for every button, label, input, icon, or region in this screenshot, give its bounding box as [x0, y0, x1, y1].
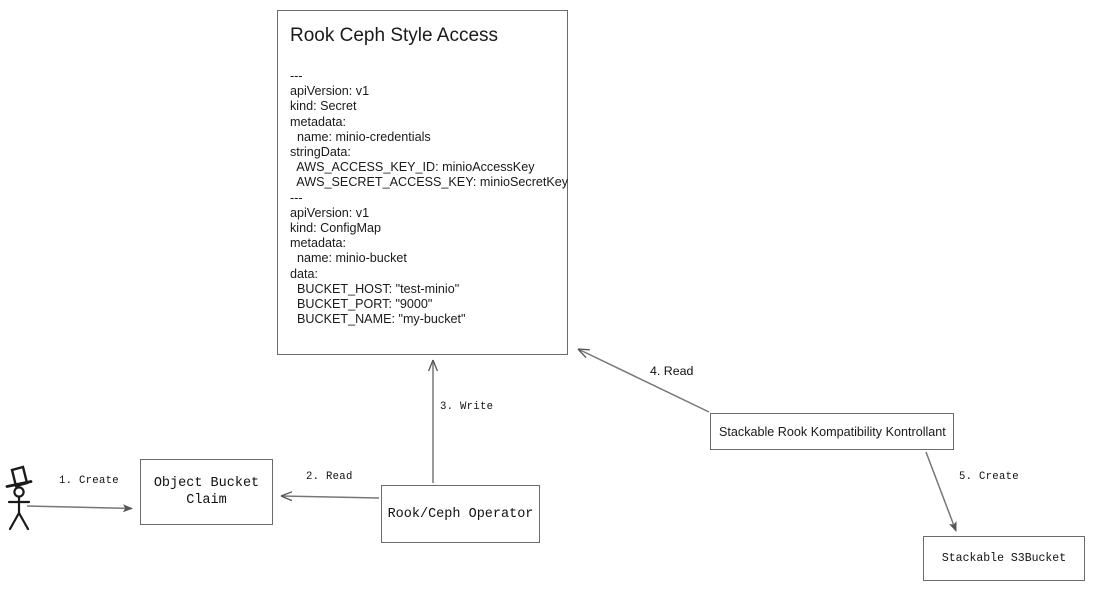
node-rook-ceph-style-access[interactable]: Rook Ceph Style Access --- apiVersion: v…	[277, 10, 568, 355]
edge-4-read-arrow	[577, 348, 710, 413]
edge-5-create-arrow	[925, 451, 957, 532]
edge-label-1-create: 1. Create	[59, 475, 119, 487]
node-title: Rook Ceph Style Access	[290, 25, 499, 46]
edge-label-2-read: 2. Read	[306, 471, 353, 483]
node-stackable-rook-kompatibility-kontrollant[interactable]: Stackable Rook Kompatibility Kontrollant	[710, 413, 954, 450]
node-label: Rook/Ceph Operator	[387, 506, 534, 522]
node-label: Object Bucket Claim	[153, 476, 260, 508]
node-object-bucket-claim[interactable]: Object Bucket Claim	[140, 459, 273, 525]
actor-stick-figure-icon	[5, 465, 33, 531]
node-rook-ceph-operator[interactable]: Rook/Ceph Operator	[381, 485, 540, 543]
edge-2-read-arrow	[280, 491, 380, 502]
node-stackable-s3bucket[interactable]: Stackable S3Bucket	[923, 536, 1085, 581]
node-label: Stackable Rook Kompatibility Kontrollant	[719, 424, 946, 439]
edge-label-4-read: 4. Read	[650, 364, 694, 378]
node-yaml-body: --- apiVersion: v1 kind: Secret metadata…	[290, 69, 569, 327]
edge-label-3-write: 3. Write	[440, 401, 494, 413]
node-label: Stackable S3Bucket	[941, 552, 1067, 565]
edge-1-create-arrow	[26, 504, 133, 513]
edge-label-5-create: 5. Create	[959, 471, 1019, 483]
